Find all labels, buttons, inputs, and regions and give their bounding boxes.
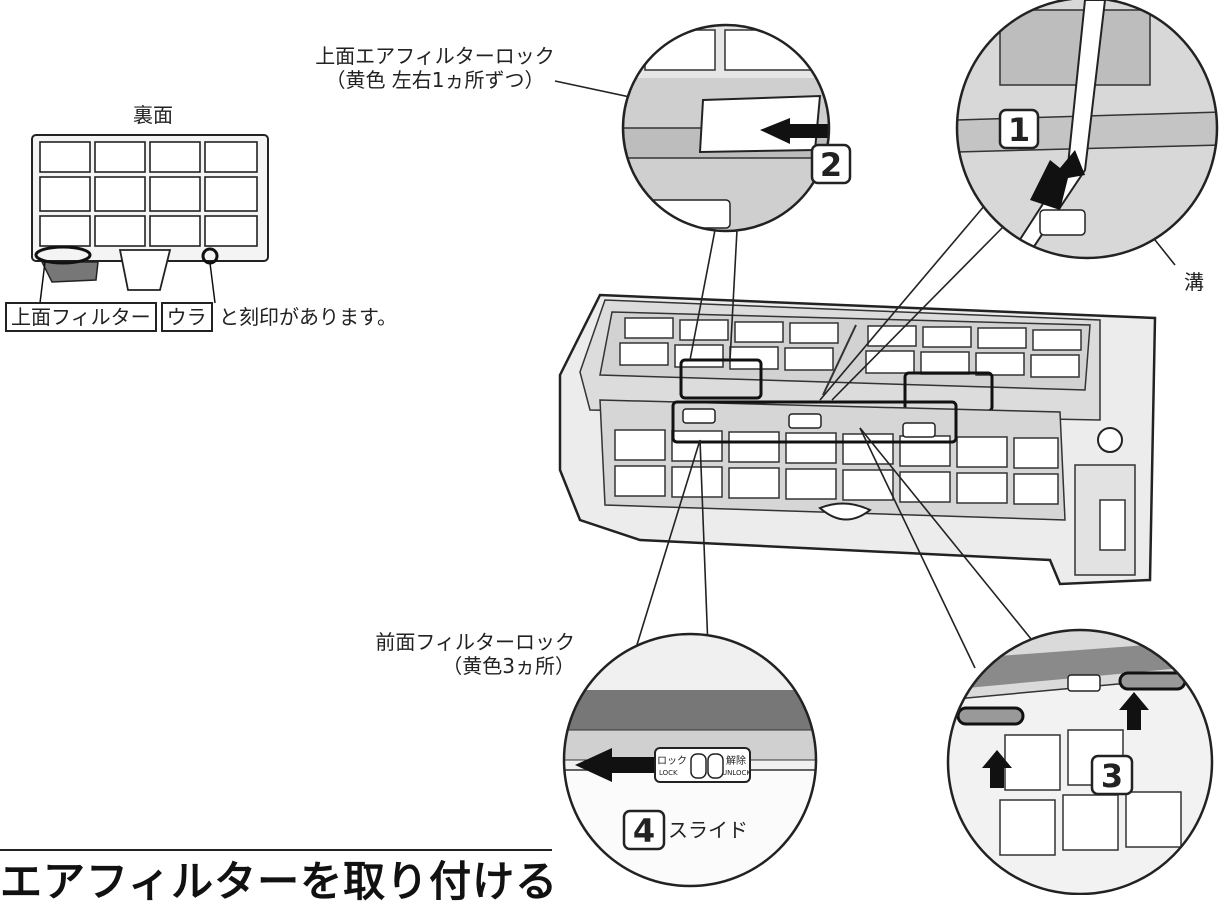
callout-front-lock-detail: 4 [562, 632, 818, 888]
top-filter-lock-label: 上面エアフィルターロック （黄色 左右1ヵ所ずつ） [290, 44, 580, 92]
stamp-suffix: と刻印があります。 [218, 305, 397, 329]
back-side-label: 裏面 [133, 103, 173, 127]
unlock-en-label: UNLOCK [722, 769, 751, 777]
top-lock-highlight-left [679, 358, 763, 400]
callout-filter-hook-detail: 1 [955, 0, 1219, 260]
filter-back-side-illustration [31, 134, 269, 304]
stamp-marker-oval [34, 245, 92, 265]
front-lock-highlight [671, 400, 958, 444]
top-filter-lock-line2: （黄色 左右1ヵ所ずつ） [325, 68, 545, 92]
section-heading: エアフィルターを取り付ける [0, 857, 559, 906]
step-3-badge [1090, 754, 1134, 796]
step-4-badge [622, 809, 666, 851]
step-2-badge [810, 143, 852, 185]
stamp-top-filter-box: 上面フィルター [5, 302, 157, 332]
front-filter-lock-line2: （黄色3ヵ所） [442, 654, 575, 678]
groove-label: 溝 [1184, 270, 1204, 294]
top-filter-lock-line1: 上面エアフィルターロック [315, 44, 555, 68]
top-filter [599, 311, 1091, 391]
unlock-jp-label: 解除 [726, 756, 746, 767]
step-1-number: 1 [1008, 111, 1030, 149]
front-filter-lock-line1: 前面フィルターロック [375, 630, 575, 654]
front-filter [599, 399, 1066, 521]
callout-top-lock-detail: 2 [621, 23, 852, 233]
stamp-ura-box: ウラ [160, 302, 213, 332]
stamp-note: 上面フィルターウラ と刻印があります。 [5, 302, 397, 332]
front-filter-lock-label: 前面フィルターロック （黄色3ヵ所） [370, 630, 575, 678]
callout-front-filter-detail: 3 [946, 628, 1214, 895]
step-3-number: 3 [1101, 757, 1123, 795]
step-1-badge [998, 108, 1040, 150]
air-conditioner-unit [558, 293, 1157, 586]
slide-label: スライド [668, 818, 748, 842]
step-4-number: 4 [633, 812, 655, 850]
lock-en-label: LOCK [659, 769, 678, 777]
step-2-number: 2 [820, 146, 842, 184]
lock-jp-label: ロック [657, 756, 687, 767]
